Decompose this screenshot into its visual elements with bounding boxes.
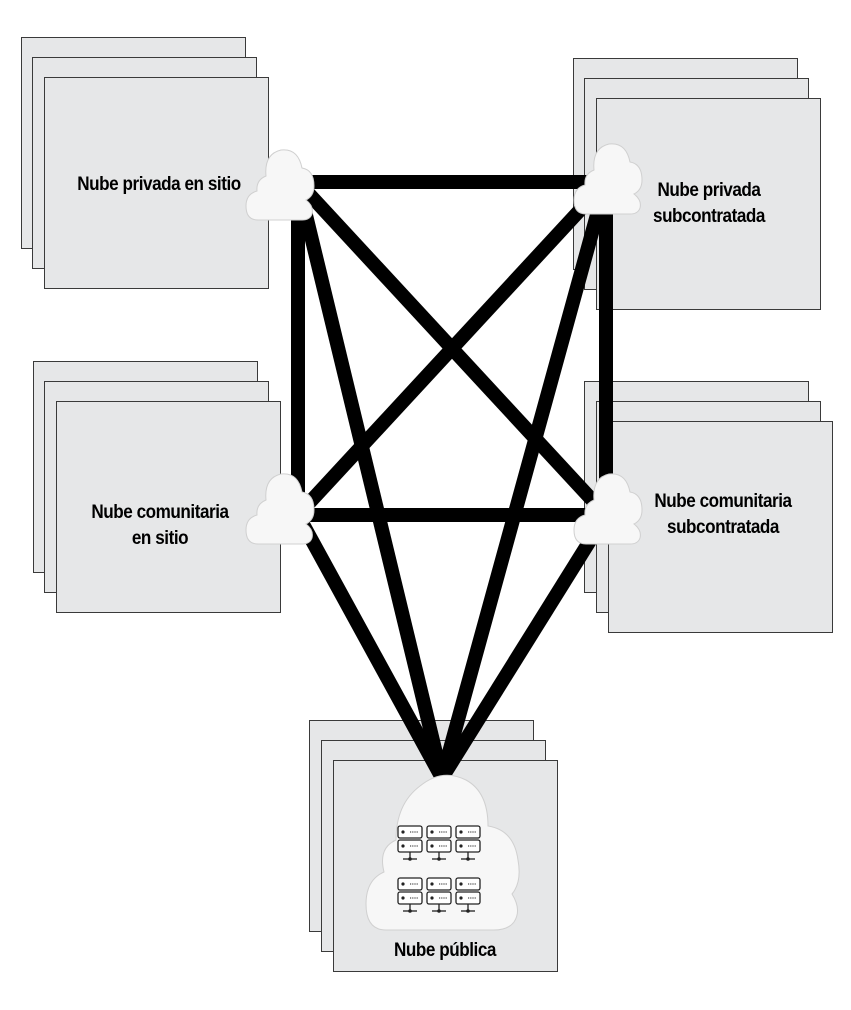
- community-onsite-label-line1: Nube comunitaria: [91, 502, 229, 523]
- server-rack-icon: [455, 825, 481, 861]
- cloud-icon: [573, 473, 643, 545]
- server-rack-icon: [426, 825, 452, 861]
- server-rack-icon: [426, 877, 452, 913]
- link-private_outsourced-public: [435, 180, 613, 780]
- community-outsourced-label: Nube comunitaria subcontratada: [647, 489, 800, 541]
- link-private_outsourced-community_onsite: [292, 177, 612, 520]
- private-onsite-label: Nube privada en sitio: [74, 172, 245, 198]
- community-outsourced-label-line1: Nube comunitaria: [654, 491, 792, 512]
- cloud-icon: [573, 143, 643, 215]
- stack-panel-front: [608, 421, 833, 633]
- stack-panel-front: [44, 77, 269, 289]
- private-outsourced-label-line2: subcontratada: [653, 206, 765, 227]
- server-rack-icon: [397, 825, 423, 861]
- public-label-text: Nube pública: [394, 940, 496, 961]
- server-group: [397, 825, 481, 913]
- private-outsourced-label: Nube privada subcontratada: [637, 178, 781, 230]
- server-rack-icon: [455, 877, 481, 913]
- server-rack-icon: [397, 877, 423, 913]
- link-community_outsourced-public: [436, 511, 612, 782]
- community-onsite-label: Nube comunitaria en sitio: [88, 500, 232, 552]
- link-private_onsite-public: [291, 180, 449, 780]
- community-outsourced-label-line2: subcontratada: [667, 517, 779, 538]
- cloud-servers-icon: [365, 774, 520, 931]
- stack-panel-front: [56, 401, 281, 613]
- private-outsourced-label-line1: Nube privada: [657, 180, 761, 201]
- public-label: Nube pública: [373, 938, 517, 964]
- link-community_onsite-public: [291, 511, 449, 782]
- private-onsite-label-text: Nube privada en sitio: [77, 174, 241, 195]
- cloud-icon: [245, 149, 315, 221]
- cloud-icon: [245, 473, 315, 545]
- community-onsite-label-line2: en sitio: [131, 528, 189, 549]
